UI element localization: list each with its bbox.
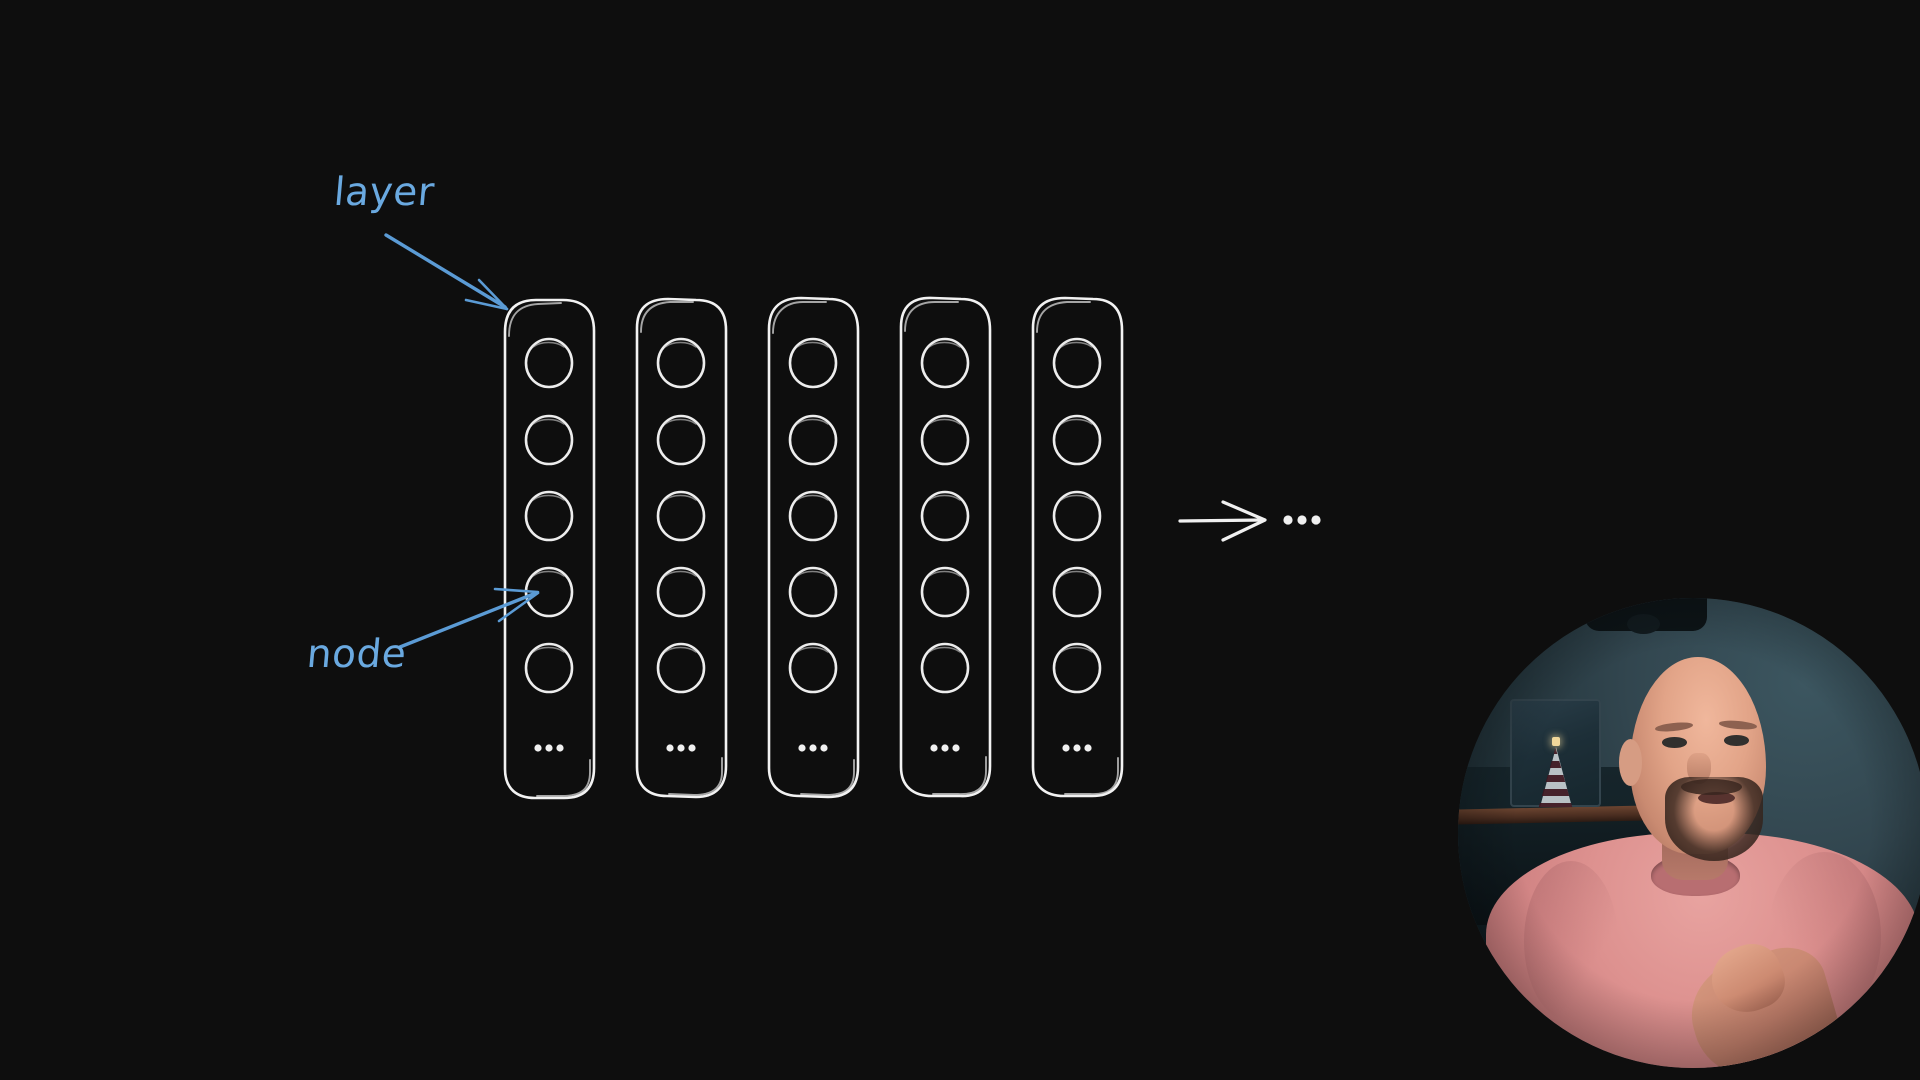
presenter-eye-left bbox=[1661, 737, 1688, 748]
presenter-ear bbox=[1618, 739, 1643, 786]
layer-box-3[interactable] bbox=[767, 296, 860, 799]
layer-annotation-arrow bbox=[384, 233, 509, 311]
layer-2-nodes bbox=[656, 337, 706, 694]
lighthouse-lamp bbox=[1551, 736, 1560, 746]
layer-box-4[interactable] bbox=[899, 296, 992, 798]
node-annotation-label: node bbox=[305, 632, 409, 677]
framed-picture bbox=[1509, 699, 1602, 808]
layer-1-ellipsis bbox=[534, 744, 564, 752]
webcam-overlay[interactable] bbox=[1458, 598, 1920, 1068]
layer-5-ellipsis bbox=[1062, 744, 1092, 752]
ceiling-fixture-knob bbox=[1627, 614, 1661, 635]
layer-annotation-label: layer bbox=[332, 170, 437, 215]
layer-box-1[interactable] bbox=[503, 298, 596, 800]
continuation-arrow-icon bbox=[1178, 500, 1267, 542]
layer-2-ellipsis bbox=[666, 744, 696, 752]
layer-box-2[interactable] bbox=[635, 297, 728, 799]
layer-3-nodes bbox=[788, 337, 838, 694]
layer-5-nodes bbox=[1052, 337, 1102, 694]
layer-4-ellipsis bbox=[930, 744, 960, 752]
layer-4-nodes bbox=[920, 337, 970, 694]
shirt-fold-left bbox=[1523, 861, 1618, 1021]
layer-box-5[interactable] bbox=[1031, 296, 1124, 798]
continuation-ellipsis bbox=[1283, 515, 1321, 525]
webcam-video-frame bbox=[1458, 598, 1920, 1068]
node-annotation-arrow bbox=[398, 587, 540, 649]
layer-1-nodes bbox=[524, 337, 574, 694]
layer-3-ellipsis bbox=[798, 744, 828, 752]
